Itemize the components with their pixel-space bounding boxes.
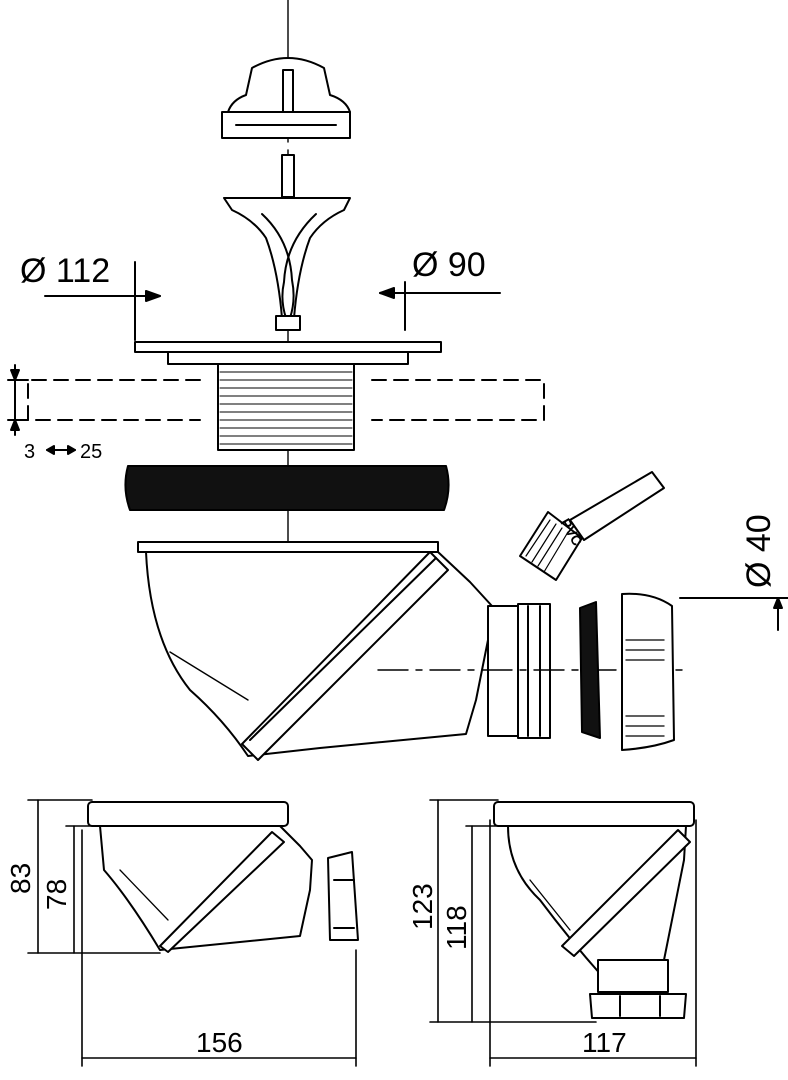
pvc-glue-brush-icon — [519, 471, 665, 581]
tray-thickness-dimension — [7, 364, 76, 455]
seal-ring — [579, 601, 601, 739]
short-trap-width-dimension — [81, 829, 357, 1067]
tall-trap-total-height-label: 123 — [407, 883, 438, 930]
rubber-gasket — [124, 465, 450, 511]
flange-and-thread — [134, 341, 442, 451]
flange-diameter-label: Ø 112 — [20, 252, 110, 290]
tall-trap-width-dimension — [489, 819, 697, 1067]
short-trap-width-label: 156 — [196, 1027, 243, 1058]
opening-diameter-label: Ø 90 — [412, 246, 486, 284]
short-trap-body-height-label: 78 — [41, 879, 72, 910]
pipe-diameter-label: Ø 40 — [740, 514, 778, 588]
tall-trap-height-dimensions — [429, 799, 597, 1023]
top-cap — [221, 57, 351, 139]
short-trap-total-height-label: 83 — [5, 863, 36, 894]
thickness-min-label: 3 — [24, 441, 35, 463]
shower-tray-outline — [27, 379, 545, 421]
tall-trap-width-label: 117 — [582, 1027, 627, 1058]
thickness-max-label: 25 — [80, 441, 102, 463]
short-trap-height-dimensions — [27, 799, 161, 954]
short-trap-view — [87, 801, 359, 953]
tall-trap-body-height-label: 118 — [441, 905, 472, 950]
flange-diameter-dimension — [44, 261, 161, 341]
pipe-diameter-dimension — [679, 597, 788, 631]
main-trap-body — [137, 541, 551, 761]
tall-trap-view — [493, 801, 695, 1019]
opening-diameter-dimension — [379, 281, 501, 331]
compression-nut — [621, 592, 675, 751]
strainer-assembly — [223, 154, 351, 331]
